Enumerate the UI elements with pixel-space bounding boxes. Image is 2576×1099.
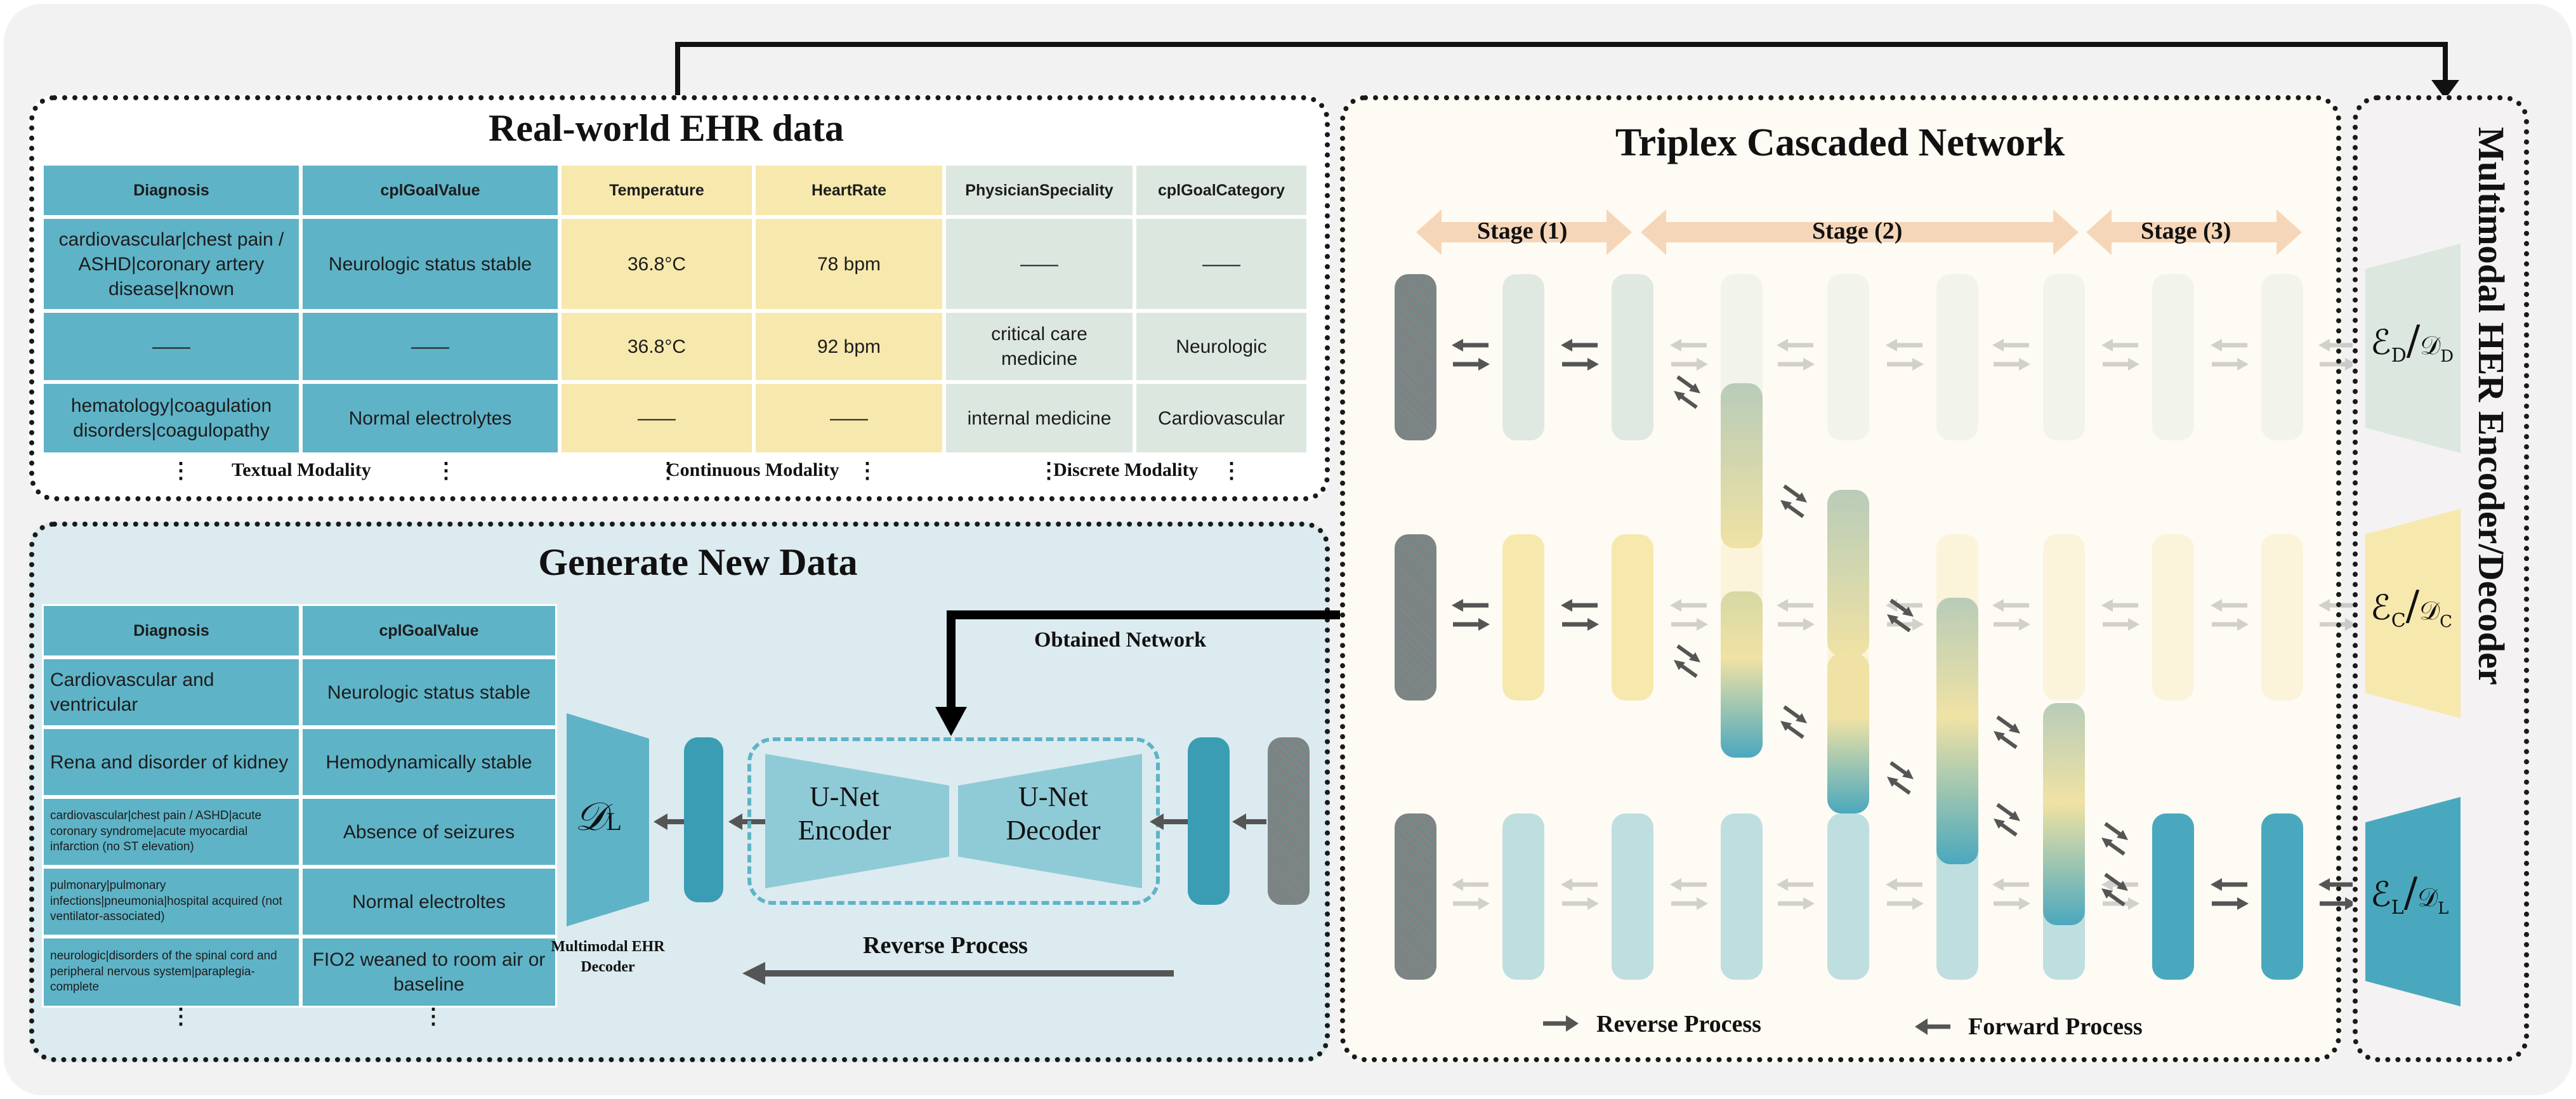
top-connector-vertical <box>675 43 680 97</box>
table-cell: Cardiovascular and ventricular <box>42 657 301 727</box>
table-cell: cardiovascular|chest pain / ASHD|coronar… <box>42 217 301 311</box>
table-cell: —— <box>754 382 944 454</box>
ellipsis-marker: ⋮ <box>170 1005 192 1029</box>
multimodal-encoder-decoder-title: Multimodal HER Encoder/Decoder <box>2471 127 2512 685</box>
encoder-decoder-l-shape <box>2365 797 2461 1006</box>
table-cell: 36.8°C <box>560 217 754 311</box>
table-cell: —— <box>560 382 754 454</box>
table-cell: critical care medicine <box>944 311 1134 382</box>
arrow-noise-to-latent <box>1232 813 1266 830</box>
ellipsis-marker: ⋮ <box>657 459 679 483</box>
table-cell: internal medicine <box>944 382 1134 454</box>
textual-modality-label: Textual Modality <box>232 459 371 480</box>
table-cell: —— <box>301 311 560 382</box>
table-cell: Normal electroltes <box>301 867 557 937</box>
table-cell: 92 bpm <box>754 311 944 382</box>
encoder-decoder-c-shape <box>2365 509 2461 718</box>
table-cell: Hemodynamically stable <box>301 727 557 797</box>
table-cell: Rena and disorder of kidney <box>42 727 301 797</box>
unet-decoder-label: U-Net Decoder <box>1006 781 1101 846</box>
reverse-process-arrow <box>742 962 1174 985</box>
stage-3-arrow <box>2086 209 2302 255</box>
table-cell: neurologic|disorders of the spinal cord … <box>42 937 301 1008</box>
ellipsis-marker: ⋮ <box>170 459 192 483</box>
obtained-network-arrowhead <box>935 707 967 736</box>
encoder-decoder-d-shape <box>2365 244 2461 453</box>
stage-2-label: Stage (2) <box>1812 218 1903 244</box>
legend-forward-process-label: Forward Process <box>1968 1013 2143 1040</box>
decoder-symbol: 𝒟L <box>575 793 622 839</box>
table-cell: Normal electrolytes <box>301 382 560 454</box>
table-cell: pulmonary|pulmonary infections|pneumonia… <box>42 867 301 937</box>
obtained-network-line-h <box>947 610 1341 619</box>
ellipsis-marker: ⋮ <box>435 459 457 483</box>
stage-3-label: Stage (3) <box>2141 218 2231 244</box>
obtained-network-label: Obtained Network <box>1034 628 1207 652</box>
arrow-unet-to-latent <box>728 813 766 830</box>
multimodal-ehr-decoder-shape <box>567 713 649 926</box>
legend-reverse-arrow-icon <box>1543 1015 1579 1032</box>
latent-bar <box>1188 737 1230 905</box>
table-cell: Neurologic status stable <box>301 657 557 727</box>
stage-1-arrow <box>1416 209 1632 255</box>
top-connector-arrowhead <box>2431 80 2459 99</box>
table-cell: —— <box>944 217 1134 311</box>
table-cell: —— <box>1134 217 1308 311</box>
table-cell: Neurologic status stable <box>301 217 560 311</box>
generate-new-data-title: Generate New Data <box>538 541 858 583</box>
encoder-decoder-d-symbol: ℰD/𝒟D <box>2370 317 2454 367</box>
arrow-latent-to-unet <box>1150 813 1188 830</box>
table-cell: hematology|coagulation disorders|coagulo… <box>42 382 301 454</box>
table-cell: Absence of seizures <box>301 797 557 867</box>
unet-encoder-shape <box>765 754 949 888</box>
discrete-modality-label: Discrete Modality <box>1053 459 1199 480</box>
table-cell: 36.8°C <box>560 311 754 382</box>
ellipsis-marker: ⋮ <box>1038 459 1060 483</box>
stage-1-label: Stage (1) <box>1477 218 1568 244</box>
column-header-diagnosis: Diagnosis <box>42 164 301 217</box>
unet-encoder-label: U-Net Encoder <box>798 781 891 846</box>
table-cell: —— <box>42 311 301 382</box>
column-header-diagnosis: Diagnosis <box>42 604 301 657</box>
top-connector-down <box>2443 42 2448 86</box>
continuous-modality-label: Continuous Modality <box>666 459 839 480</box>
encoder-decoder-l-symbol: ℰL/𝒟L <box>2370 869 2449 919</box>
table-cell: FIO2 weaned to room air or baseline <box>301 937 557 1008</box>
top-connector-horizontal <box>675 42 2448 47</box>
legend-reverse-process-label: Reverse Process <box>1596 1011 1761 1037</box>
stage-2-arrow <box>1641 209 2079 255</box>
column-header-heartrate: HeartRate <box>754 164 944 217</box>
column-header-temperature: Temperature <box>560 164 754 217</box>
triplex-title: Triplex Cascaded Network <box>1615 121 2065 164</box>
column-header-cplgoalcategory: cplGoalCategory <box>1134 164 1308 217</box>
ellipsis-marker: ⋮ <box>857 459 878 483</box>
column-header-physicianspeciality: PhysicianSpeciality <box>944 164 1134 217</box>
unet-decoder-shape <box>958 754 1142 888</box>
generated-data-table: Diagnosis cplGoalValue Cardiovascular an… <box>42 604 557 1010</box>
real-world-ehr-table: Diagnosis cplGoalValue Temperature Heart… <box>42 164 1308 454</box>
latent-bar <box>684 737 723 902</box>
real-world-ehr-title: Real-world EHR data <box>489 107 844 149</box>
noise-input-bar <box>1268 737 1310 905</box>
table-cell: 78 bpm <box>754 217 944 311</box>
encoder-decoder-c-symbol: ℰC/𝒟C <box>2370 582 2453 632</box>
legend-forward-arrow-icon <box>1915 1018 1950 1035</box>
ellipsis-marker: ⋮ <box>1221 459 1242 483</box>
ellipsis-marker: ⋮ <box>423 1005 444 1029</box>
obtained-network-line-v <box>947 610 956 712</box>
multimodal-ehr-decoder-caption: Multimodal EHR Decoder <box>551 938 665 976</box>
reverse-process-label: Reverse Process <box>863 932 1028 959</box>
column-header-cplgoalvalue: cplGoalValue <box>301 604 557 657</box>
table-cell: cardiovascular|chest pain / ASHD|acute c… <box>42 797 301 867</box>
table-cell: Cardiovascular <box>1134 382 1308 454</box>
table-cell: Neurologic <box>1134 311 1308 382</box>
column-header-cplgoalvalue: cplGoalValue <box>301 164 560 217</box>
